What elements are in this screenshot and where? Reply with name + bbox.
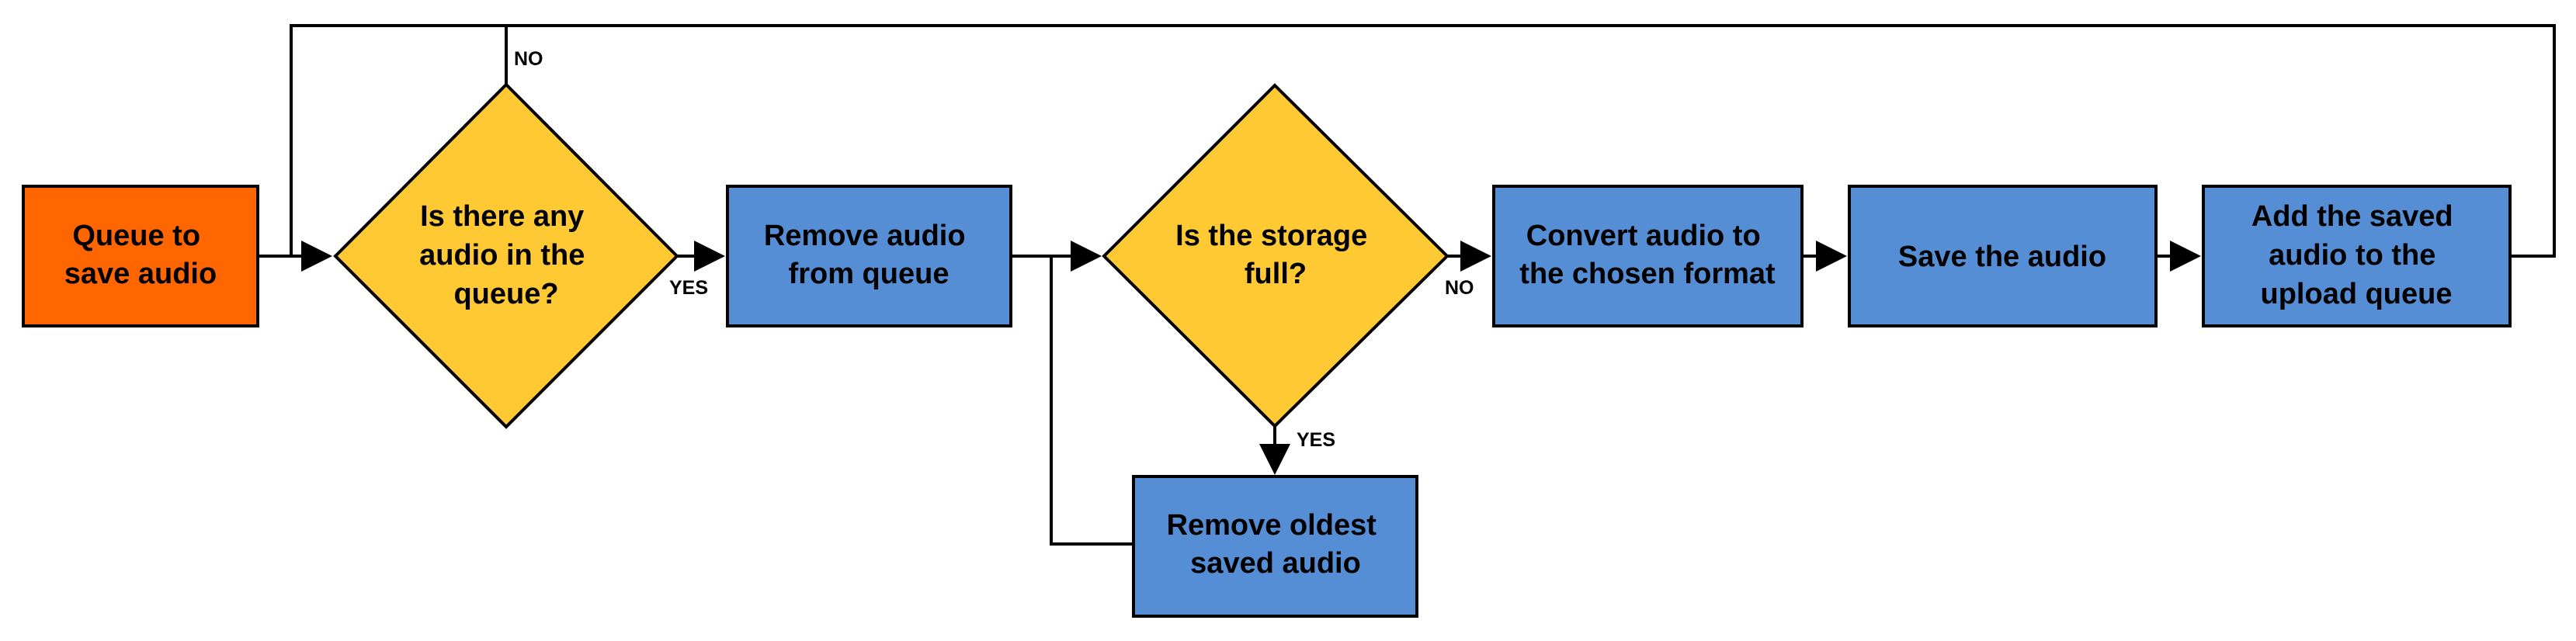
connectors (258, 24, 2556, 546)
node-remove-oldest-line-1: Remove oldest (1167, 509, 1377, 542)
label-storage-yes: YES (1297, 429, 1335, 451)
svg-text:Add the saved audio to t: Add the saved audio to the upload queue (2251, 200, 2461, 310)
node-convert-audio-line-1: Convert audio to (1526, 220, 1761, 252)
node-add-to-upload-line-1: Add the saved (2251, 200, 2453, 233)
node-save-audio-line-1: Save the audio (1898, 241, 2106, 273)
node-queue-to-save-line-2: save audio (64, 258, 217, 290)
node-convert-audio: Convert audio to the chosen format (1492, 185, 1804, 327)
process-box (1132, 475, 1418, 618)
node-remove-oldest: Remove oldest saved audio (1132, 475, 1418, 618)
label-storage-no: NO (1445, 277, 1474, 299)
svg-text:Remove audio from queue: Remove audio from queue (764, 220, 974, 290)
svg-text:Remove oldest saved audi: Remove oldest saved audio (1167, 509, 1385, 580)
process-box (1848, 185, 2158, 327)
node-add-to-upload-line-2: audio to the (2269, 239, 2435, 272)
process-box (1492, 185, 1804, 327)
node-decision-storage: Is the storage full? (1102, 83, 1449, 428)
node-add-to-upload-line-3: upload queue (2261, 278, 2453, 310)
node-decision-storage-line-1: Is the storage (1175, 220, 1367, 252)
edge-remove-oldest-back (1050, 256, 1134, 546)
label-queue-yes: YES (669, 277, 708, 299)
svg-text:Is the storage full?: Is the storage full? (1175, 220, 1376, 290)
node-decision-queue-line-3: queue? (453, 278, 558, 310)
svg-text:Is there any audio in th: Is there any audio in the queue? (419, 200, 593, 310)
node-remove-from-queue-line-1: Remove audio (764, 220, 966, 252)
node-save-audio: Save the audio (1848, 185, 2158, 327)
edge-loop-back-to-start (290, 24, 2556, 258)
svg-text:Save the audio: Save the audio (1898, 241, 2106, 273)
node-queue-to-save-line-1: Queue to (72, 220, 200, 252)
start-box (22, 185, 259, 327)
node-remove-oldest-line-2: saved audio (1190, 547, 1361, 580)
process-box (726, 185, 1012, 327)
node-decision-queue: Is there any audio in the queue? (333, 82, 679, 429)
edge-labels: NO YES NO YES (514, 48, 1474, 451)
node-decision-storage-line-2: full? (1245, 258, 1307, 290)
svg-text:Queue to save audio: Queue to save audio (64, 220, 217, 290)
process-box (2202, 185, 2512, 327)
decision-diamond (1102, 83, 1449, 428)
node-add-to-upload: Add the saved audio to the upload queue (2202, 185, 2512, 327)
node-convert-audio-line-2: the chosen format (1519, 258, 1776, 290)
svg-text:Convert audio to the cho: Convert audio to the chosen format (1519, 220, 1776, 290)
node-remove-from-queue-line-2: from queue (789, 258, 950, 290)
node-decision-queue-line-2: audio in the (419, 239, 585, 272)
node-decision-queue-line-1: Is there any (420, 200, 584, 233)
node-remove-from-queue: Remove audio from queue (726, 185, 1012, 327)
label-queue-no: NO (514, 48, 543, 70)
decision-diamond (333, 82, 679, 429)
node-queue-to-save: Queue to save audio (22, 185, 259, 327)
